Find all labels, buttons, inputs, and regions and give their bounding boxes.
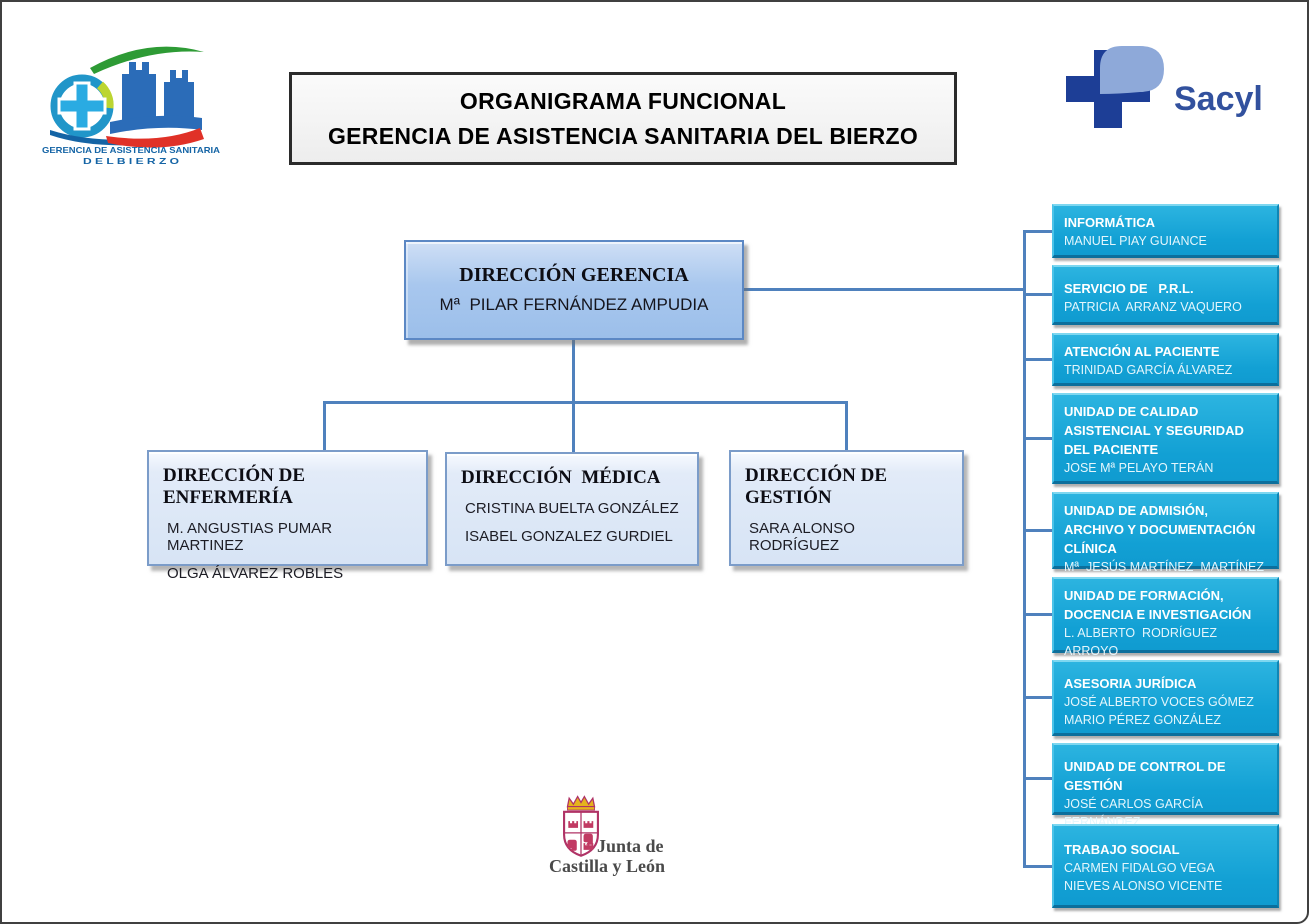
org-box-direccion-enfermeria: DIRECCIÓN DE ENFERMERÍA M. ANGUSTIAS PUM… bbox=[147, 450, 428, 582]
unit-title: UNIDAD DE FORMACIÓN, DOCENCIA E INVESTIG… bbox=[1064, 588, 1252, 622]
unit-person: JOSÉ ALBERTO VOCES GÓMEZ bbox=[1064, 695, 1254, 709]
unit-box-atencion-al-paciente: ATENCIÓN AL PACIENTE TRINIDAD GARCÍA ÁLV… bbox=[1052, 333, 1279, 386]
connector-line bbox=[1023, 293, 1052, 296]
castle-icon bbox=[122, 62, 156, 124]
unit-box-unidad-formacion: UNIDAD DE FORMACIÓN, DOCENCIA E INVESTIG… bbox=[1052, 577, 1279, 658]
org-box-person: Mª PILAR FERNÁNDEZ AMPUDIA bbox=[439, 295, 709, 314]
castle-icon bbox=[164, 70, 194, 124]
connector-line bbox=[323, 401, 848, 404]
unit-title: ATENCIÓN AL PACIENTE bbox=[1064, 344, 1220, 359]
unit-title: UNIDAD DE CALIDAD ASISTENCIAL Y SEGURIDA… bbox=[1064, 404, 1248, 457]
connector-line bbox=[572, 401, 575, 453]
org-box-direccion-medica: DIRECCIÓN MÉDICA CRISTINA BUELTA GONZÁLE… bbox=[445, 452, 699, 566]
unit-box-servicio-prl: SERVICIO DE P.R.L. PATRICIA ARRANZ VAQUE… bbox=[1052, 265, 1279, 325]
org-box-title: DIRECCIÓN DE GESTIÓN bbox=[745, 465, 892, 508]
unit-title: UNIDAD DE CONTROL DE GESTIÓN bbox=[1064, 759, 1230, 793]
unit-title: SERVICIO DE P.R.L. bbox=[1064, 281, 1194, 296]
unit-box-unidad-calidad: UNIDAD DE CALIDAD ASISTENCIAL Y SEGURIDA… bbox=[1052, 393, 1279, 484]
page-title-line2: GERENCIA DE ASISTENCIA SANITARIA DEL BIE… bbox=[327, 122, 919, 149]
connector-line bbox=[1023, 230, 1026, 868]
unit-person: CARMEN FIDALGO VEGA bbox=[1064, 861, 1215, 875]
unit-box-unidad-admision: UNIDAD DE ADMISIÓN, ARCHIVO Y DOCUMENTAC… bbox=[1052, 492, 1279, 574]
org-box-title: DIRECCIÓN DE ENFERMERÍA bbox=[163, 465, 310, 508]
junta-wordmark-line1: Junta de bbox=[597, 836, 664, 856]
title-banner: ORGANIGRAMA FUNCIONAL GERENCIA DE ASISTE… bbox=[289, 72, 957, 165]
unit-person: NIEVES ALONSO VICENTE bbox=[1064, 879, 1223, 893]
unit-person: JOSE Mª PELAYO TERÁN bbox=[1064, 461, 1214, 475]
org-box-title: DIRECCIÓN MÉDICA bbox=[461, 467, 661, 488]
unit-title: TRABAJO SOCIAL bbox=[1064, 842, 1180, 857]
connector-line bbox=[1023, 865, 1052, 868]
org-box-direccion-gestion: DIRECCIÓN DE GESTIÓN SARA ALONSO RODRÍGU… bbox=[729, 450, 964, 566]
logo-caption-line1: GERENCIA DE ASISTENCIA SANITARIA bbox=[42, 145, 220, 155]
unit-box-asesoria-juridica: ASESORIA JURÍDICA JOSÉ ALBERTO VOCES GÓM… bbox=[1052, 660, 1279, 736]
connector-line bbox=[845, 401, 848, 450]
logo-caption-line2: D E L B I E R Z O bbox=[83, 157, 179, 166]
unit-title: ASESORIA JURÍDICA bbox=[1064, 676, 1197, 691]
org-box-person: M. ANGUSTIAS PUMAR MARTINEZ bbox=[167, 520, 337, 554]
connector-line bbox=[1023, 613, 1052, 616]
connector-line bbox=[1023, 437, 1052, 440]
connector-line bbox=[1023, 529, 1052, 532]
unit-person: L. ALBERTO RODRÍGUEZ ARROYO bbox=[1064, 626, 1220, 658]
logo-ring-accent bbox=[96, 81, 114, 109]
connector-line bbox=[1023, 777, 1052, 780]
org-box-direccion-gerencia: DIRECCIÓN GERENCIA Mª PILAR FERNÁNDEZ AM… bbox=[404, 240, 744, 340]
unit-box-control-gestion: UNIDAD DE CONTROL DE GESTIÓN JOSÉ CARLOS… bbox=[1052, 743, 1279, 829]
unit-box-trabajo-social: TRABAJO SOCIAL CARMEN FIDALGO VEGA NIEVE… bbox=[1052, 824, 1279, 908]
org-box-person: CRISTINA BUELTA GONZÁLEZ bbox=[465, 500, 679, 517]
castle-base bbox=[110, 115, 202, 134]
junta-castilla-leon-logo: Junta de Castilla y León bbox=[507, 794, 707, 884]
junta-wordmark-line2: Castilla y León bbox=[548, 856, 665, 876]
logo-green-swoosh bbox=[90, 46, 204, 74]
connector-line bbox=[1023, 230, 1052, 233]
org-box-title: DIRECCIÓN GERENCIA bbox=[459, 264, 689, 286]
unit-person: MANUEL PIAY GUIANCE bbox=[1064, 234, 1207, 248]
logo-red-swoosh bbox=[106, 128, 204, 148]
unit-person: PATRICIA ARRANZ VAQUERO bbox=[1064, 300, 1242, 314]
unit-title: UNIDAD DE ADMISIÓN, ARCHIVO Y DOCUMENTAC… bbox=[1064, 503, 1260, 556]
sacyl-wordmark: Sacyl bbox=[1174, 80, 1263, 118]
unit-title: INFORMÁTICA bbox=[1064, 215, 1155, 230]
unit-person: TRINIDAD GARCÍA ÁLVAREZ bbox=[1064, 363, 1233, 377]
gerencia-bierzo-logo: GERENCIA DE ASISTENCIA SANITARIA D E L B… bbox=[42, 46, 220, 166]
sacyl-comma-icon bbox=[1100, 46, 1164, 94]
unit-box-informatica: INFORMÁTICA MANUEL PIAY GUIANCE bbox=[1052, 204, 1279, 258]
medical-cross-icon bbox=[57, 81, 107, 131]
sacyl-logo: Sacyl bbox=[1066, 46, 1263, 128]
connector-line bbox=[572, 340, 575, 403]
unit-person: Mª JESÚS MARTÍNEZ MARTÍNEZ bbox=[1064, 560, 1265, 574]
org-box-person: OLGA ÁLVAREZ ROBLES bbox=[167, 565, 344, 582]
org-box-person: SARA ALONSO RODRÍGUEZ bbox=[749, 520, 860, 554]
unit-person: MARIO PÉREZ GONZÁLEZ bbox=[1064, 713, 1221, 727]
connector-line bbox=[744, 288, 1024, 291]
junta-shield-icon bbox=[563, 795, 599, 857]
connector-line bbox=[1023, 696, 1052, 699]
org-box-person: ISABEL GONZALEZ GURDIEL bbox=[465, 528, 673, 545]
page-title-line1: ORGANIGRAMA FUNCIONAL bbox=[459, 88, 787, 114]
connector-line bbox=[1023, 358, 1052, 361]
connector-line bbox=[323, 401, 326, 450]
